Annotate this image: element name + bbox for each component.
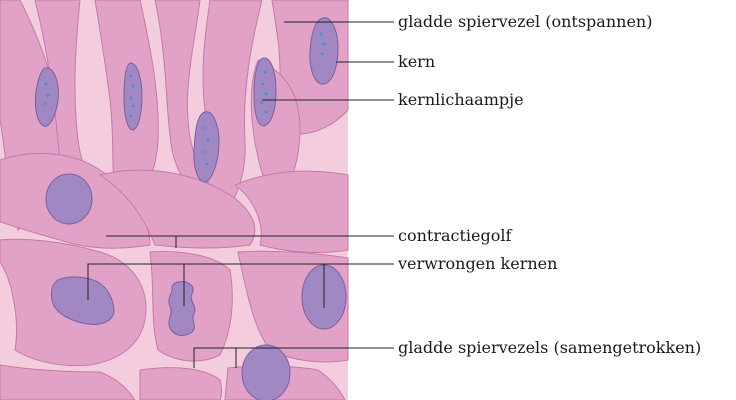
nucleus-elongated-5	[310, 18, 338, 84]
label-nucleus: kern	[398, 53, 435, 71]
nucleus-distorted-2	[169, 282, 195, 336]
nucleus-round-1	[46, 174, 92, 224]
nucleus-elongated-4	[254, 58, 276, 126]
nucleus-round-2	[242, 345, 290, 400]
label-contraction-wave: contractiegolf	[398, 227, 511, 245]
nucleus-elongated-2	[124, 63, 142, 130]
label-distorted-nuclei: verwrongen kernen	[398, 255, 557, 273]
label-smooth-muscle-contracted: gladde spiervezels (samengetrokken)	[398, 339, 701, 357]
label-nucleolus: kernlichaampje	[398, 91, 524, 109]
label-smooth-muscle-relaxed: gladde spiervezel (ontspannen)	[398, 13, 652, 31]
